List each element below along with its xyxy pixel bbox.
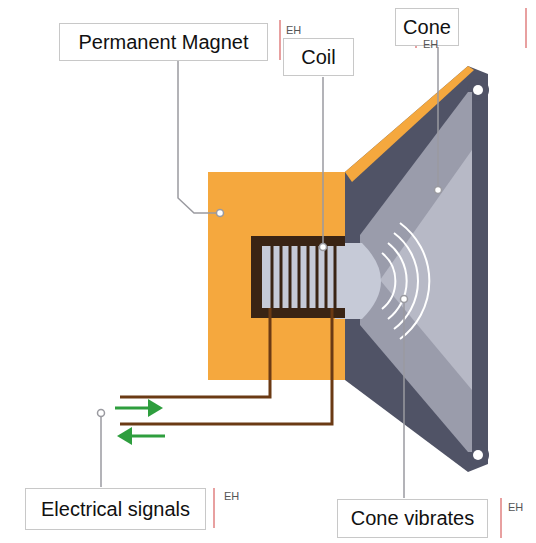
label-text: Permanent Magnet [78, 31, 248, 54]
part-label: Coil [283, 38, 354, 76]
marker-bar [213, 8, 527, 538]
signal-arrow [115, 407, 160, 410]
leader-dot [98, 187, 442, 417]
coil-housing [251, 236, 345, 318]
watermark-tag: EH [423, 38, 438, 50]
signal-label: Electrical signals [25, 488, 206, 530]
watermark-tag: EH [508, 501, 523, 513]
label-text: Cone [403, 16, 451, 39]
vibration-arcs [382, 223, 429, 339]
label-text: Coil [301, 46, 335, 69]
watermark-tag: EH [224, 490, 239, 502]
watermark-tag: EH [286, 24, 301, 36]
label-text: Cone vibrates [351, 507, 474, 530]
part-label: Permanent Magnet [59, 23, 268, 61]
label-text: Electrical signals [41, 498, 190, 521]
coil-windings [272, 246, 335, 308]
permanent-magnet [208, 172, 345, 380]
signal-arrow [120, 435, 165, 438]
action-label: Cone vibrates [337, 499, 488, 538]
leader-line [101, 47, 438, 498]
